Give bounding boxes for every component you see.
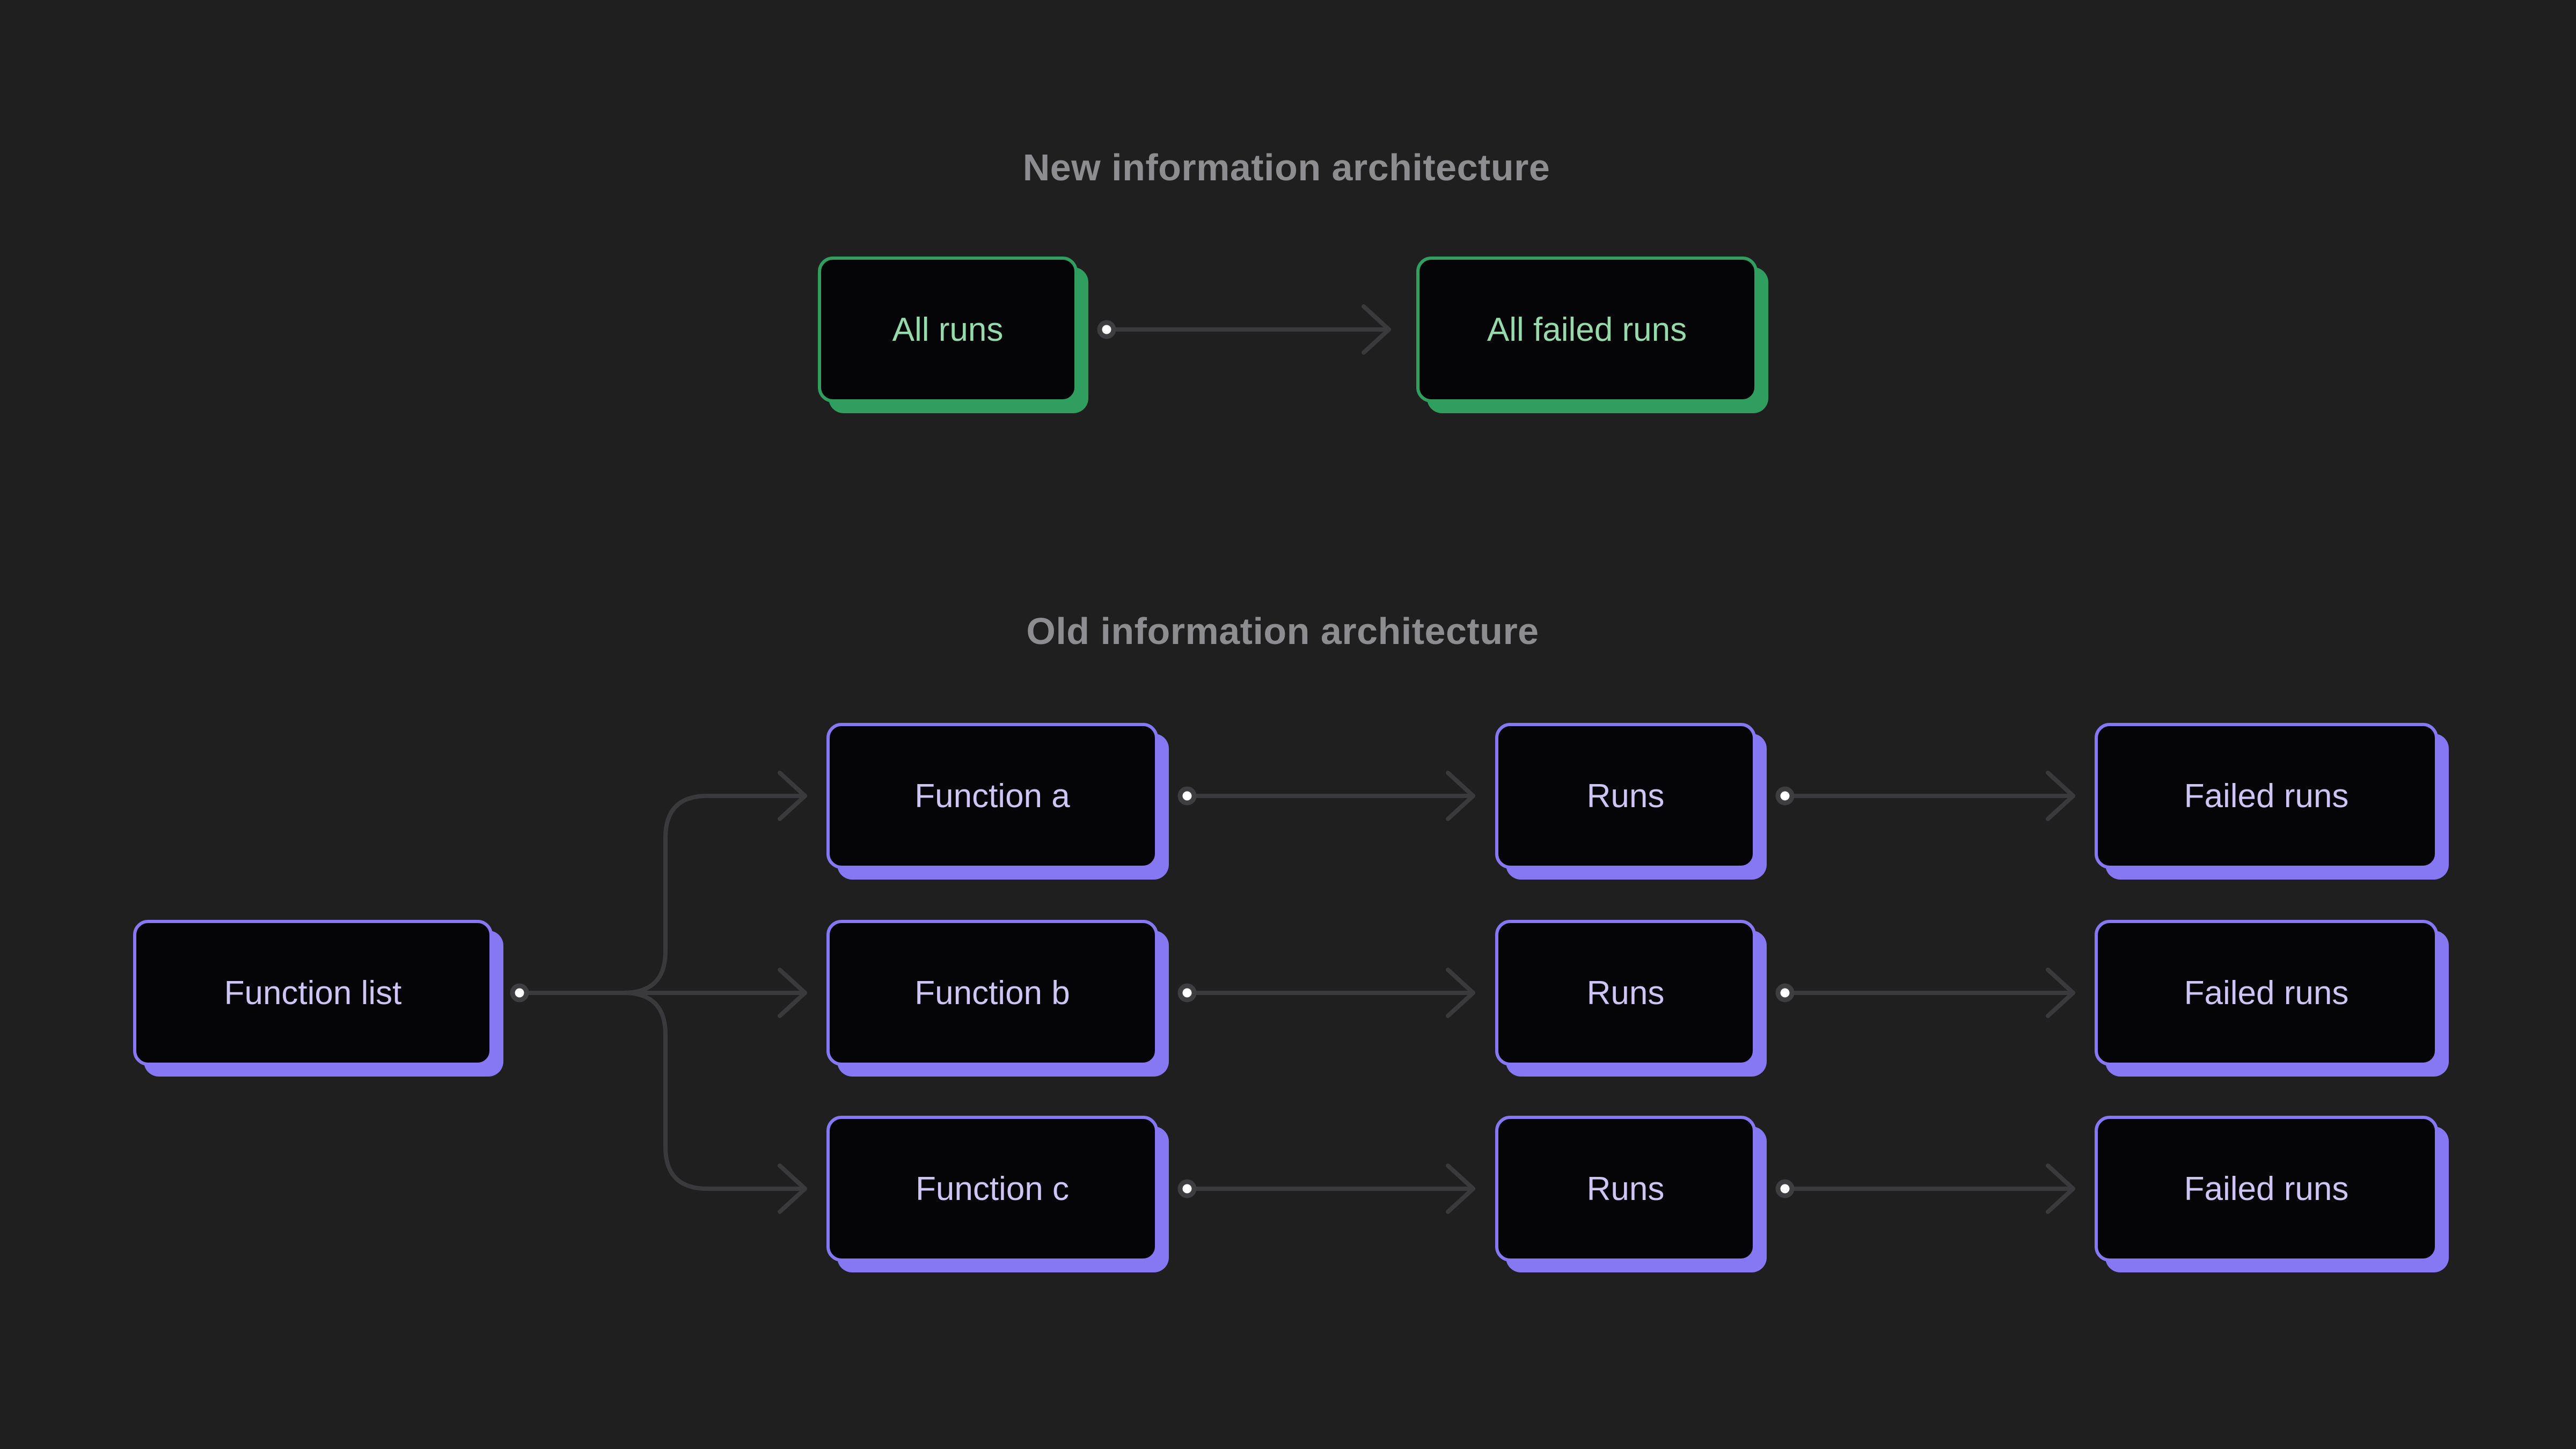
node-failed-runs-c: Failed runs <box>2095 1116 2438 1262</box>
edge-allruns-allfailed-arrowhead-icon <box>1362 304 1391 355</box>
edge-runsa-failed-arrowhead-icon <box>2046 771 2075 821</box>
node-function-a-label: Function a <box>914 777 1070 815</box>
edge-functionlist-origin-dot-icon <box>510 983 529 1002</box>
new-architecture-title: New information architecture <box>1022 147 1550 188</box>
node-function-c: Function c <box>826 1116 1158 1262</box>
node-function-b: Function b <box>826 920 1158 1066</box>
edge-functionlist-functionb-arrowhead-icon <box>778 968 807 1018</box>
edge-runsc-failed-arrowhead-icon <box>2046 1163 2075 1214</box>
node-runs-b-label: Runs <box>1586 974 1665 1012</box>
edge-functiona-origin-dot-icon <box>1177 786 1197 806</box>
node-failed-runs-a-label: Failed runs <box>2184 777 2349 815</box>
edge-functionlist-functionc-arrowhead-icon <box>778 1163 807 1214</box>
node-runs-a: Runs <box>1495 723 1756 869</box>
node-runs-b: Runs <box>1495 920 1756 1066</box>
node-function-a: Function a <box>826 723 1158 869</box>
node-failed-runs-a: Failed runs <box>2095 723 2438 869</box>
node-function-c-label: Function c <box>915 1170 1070 1208</box>
node-function-b-label: Function b <box>914 974 1070 1012</box>
edge-runsb-origin-dot-icon <box>1775 983 1795 1002</box>
edge-runsa-origin-dot-icon <box>1775 786 1795 806</box>
edge-functionlist-functiona-line <box>621 794 807 995</box>
edge-runsb-failed-arrowhead-icon <box>2046 968 2075 1018</box>
edge-functionlist-functionc-line <box>621 991 807 1191</box>
edge-runsc-origin-dot-icon <box>1775 1179 1795 1198</box>
old-architecture-title: Old information architecture <box>1026 610 1539 652</box>
edge-functionc-runs-arrowhead-icon <box>1446 1163 1475 1214</box>
node-failed-runs-b: Failed runs <box>2095 920 2438 1066</box>
node-runs-c-label: Runs <box>1586 1170 1665 1208</box>
edge-functionb-runs-arrowhead-icon <box>1446 968 1475 1018</box>
edge-functiona-runs-arrowhead-icon <box>1446 771 1475 821</box>
node-runs-a-label: Runs <box>1586 777 1665 815</box>
node-all-runs: All runs <box>818 257 1078 402</box>
edge-functionlist-functiona-arrowhead-icon <box>778 771 807 821</box>
node-all-failed-runs: All failed runs <box>1416 257 1758 402</box>
edge-functionc-origin-dot-icon <box>1177 1179 1197 1198</box>
node-runs-c: Runs <box>1495 1116 1756 1262</box>
node-failed-runs-b-label: Failed runs <box>2184 974 2349 1012</box>
edge-functionb-origin-dot-icon <box>1177 983 1197 1002</box>
node-function-list-label: Function list <box>224 974 402 1012</box>
node-failed-runs-c-label: Failed runs <box>2184 1170 2349 1208</box>
edge-allruns-origin-dot-icon <box>1097 320 1116 339</box>
node-all-runs-label: All runs <box>892 311 1004 348</box>
node-all-failed-runs-label: All failed runs <box>1487 311 1687 348</box>
node-function-list: Function list <box>133 920 493 1066</box>
